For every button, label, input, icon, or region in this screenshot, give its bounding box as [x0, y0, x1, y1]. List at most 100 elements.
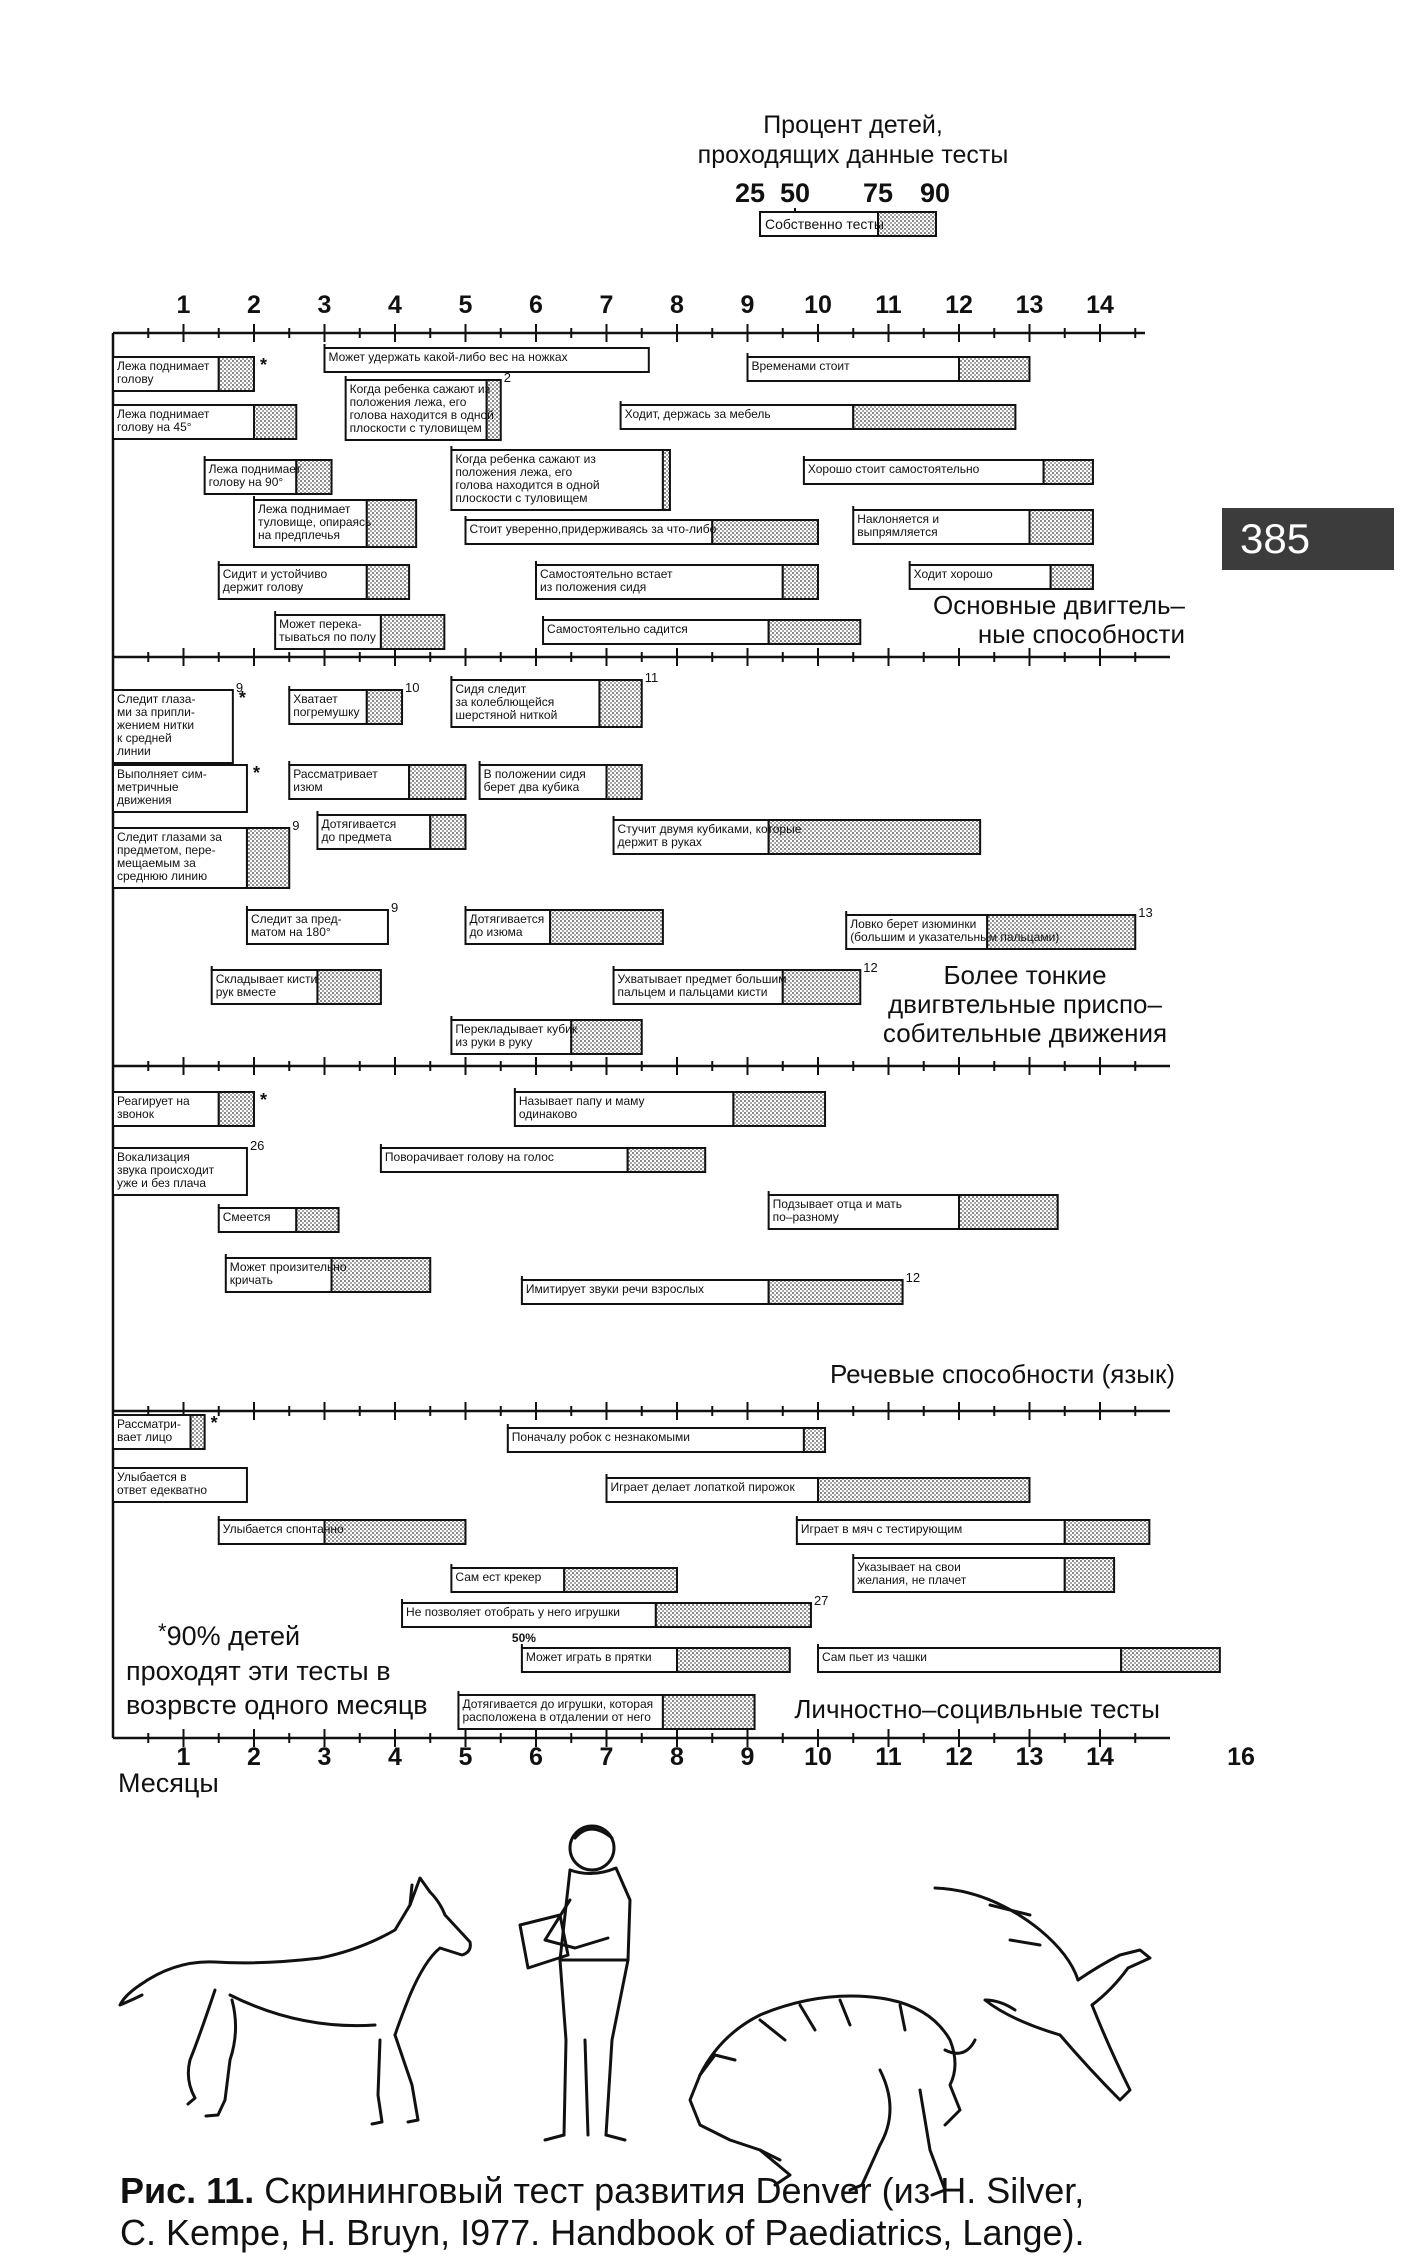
bar-note-number: 9: [391, 900, 398, 915]
legend-bar-label: Собственно тесты: [765, 216, 884, 232]
bar-label: погремушку: [293, 705, 359, 719]
bar-white-part: [852, 509, 1031, 545]
bar-label: Выполняет сим-: [117, 767, 207, 781]
bar-label: жением нитки: [117, 718, 194, 732]
bar-star-mark: *: [239, 688, 246, 708]
bar-label: изюм: [293, 780, 322, 794]
test-bar: Следит за пред-матом на 180°9: [245, 900, 398, 945]
bar-label: плоскости с туловищем: [350, 421, 482, 435]
section-title: Основные двигтель–: [933, 590, 1186, 620]
bar-dotted-part: [781, 564, 819, 600]
bar-white-part: [612, 969, 784, 1005]
bar-dotted-part: [365, 689, 404, 725]
bar-dotted-part: [570, 1019, 643, 1055]
bar-dotted-part: [1063, 1519, 1151, 1545]
bar-marker-label: 50%: [512, 1631, 536, 1645]
test-bar: Смеется: [217, 1204, 340, 1233]
top-tick-label: 13: [1016, 291, 1044, 319]
bar-dotted-part: [245, 827, 291, 889]
test-bar: Сам пьет из чашки: [817, 1644, 1221, 1673]
bar-label: звука происходит: [117, 1163, 215, 1177]
bar-dotted-part: [781, 969, 862, 1005]
bar-label: Следит глаза-: [117, 692, 195, 706]
section-title: Речевые способности (язык): [830, 1359, 1175, 1389]
bar-label: положения лежа, его: [350, 395, 467, 409]
bar-label: Поначалу робок с незнакомыми: [512, 1430, 690, 1444]
bottom-tick-label: 7: [600, 1743, 614, 1771]
bottom-tick-label: 6: [529, 1743, 543, 1771]
bar-dotted-part: [654, 1602, 812, 1628]
wolf-drawing: [688, 1994, 977, 2197]
bar-label: Когда ребенка сажают из: [350, 382, 491, 396]
bar-label: звонок: [117, 1107, 155, 1121]
section-title: двигвтельные приспо–: [888, 989, 1162, 1019]
bar-dotted-part: [429, 814, 467, 850]
bar-label: Дотягивается до игрушки, которая: [462, 1697, 653, 1711]
top-tick-label: 4: [388, 291, 402, 319]
top-tick-label: 1: [177, 291, 191, 319]
bottom-tick-label: 13: [1016, 1743, 1044, 1771]
bar-label: берет два кубика: [484, 780, 580, 794]
bar-white-part: [344, 379, 488, 441]
bar-dotted-part: [485, 379, 502, 441]
section-title: Личностно–социвльные тесты: [794, 1694, 1160, 1724]
bar-white-part: [852, 1557, 1066, 1593]
bar-label: Самостоятельно садится: [547, 622, 688, 636]
test-bar: Может перека-тываться по полу: [274, 611, 446, 650]
bar-label: Хватает: [293, 692, 338, 706]
bar-label: мещаемым за: [117, 856, 196, 870]
bar-dotted-part: [767, 619, 862, 645]
bar-label: к средней: [117, 731, 172, 745]
bar-dotted-part: [253, 404, 298, 440]
bar-label: Самостоятельно встает: [540, 567, 673, 581]
bar-label: Стоит уверенно,придерживаясь за что-либо: [470, 522, 717, 536]
percent-label-25: 25: [735, 178, 765, 208]
bar-white-part: [450, 1567, 566, 1593]
bar-white-part: [612, 819, 770, 855]
bar-white-part: [506, 1427, 805, 1453]
bar-white-part: [802, 459, 1045, 485]
bar-label: одинаково: [519, 1107, 578, 1121]
bar-dotted-part: [316, 969, 382, 1005]
bar-dotted-part: [1042, 459, 1094, 485]
bar-label: голову: [117, 372, 153, 386]
bar-label: плоскости с туловищем: [455, 491, 587, 505]
bar-label: Перекладывает кубик: [455, 1022, 577, 1036]
bar-label: Не позволяет отобрать у него игрушки: [406, 1605, 620, 1619]
bar-label: Может играть в прятки: [526, 1650, 652, 1664]
bar-label: положения лежа, его: [455, 465, 572, 479]
bar-label: Указывает на свои: [857, 1560, 961, 1574]
bar-white-part: [464, 909, 552, 945]
top-tick-label: 8: [670, 291, 684, 319]
bottom-tick-label: 2: [247, 1743, 261, 1771]
bar-white-part: [795, 1519, 1066, 1545]
bar-white-part: [845, 914, 989, 950]
bar-label: Следит глазами за: [117, 830, 222, 844]
bar-white-part: [112, 1147, 248, 1196]
header-line-2: проходящих данные тесты: [698, 141, 1009, 169]
legend-bar: Собственно тесты: [759, 208, 937, 237]
test-bar: Улыбается спонтанно: [217, 1516, 467, 1545]
bottom-tick-label: 11: [875, 1743, 902, 1771]
bar-dotted-part: [767, 819, 982, 855]
bar-label: кричать: [230, 1273, 273, 1287]
bar-label: держит голову: [223, 580, 303, 594]
bar-white-part: [619, 404, 855, 430]
bar-label: голову на 45°: [117, 420, 192, 434]
bar-white-part: [535, 564, 784, 600]
bar-dotted-part: [767, 1279, 904, 1305]
section-title: ные способности: [978, 619, 1185, 649]
bar-label: Улыбается в: [117, 1470, 187, 1484]
bar-dotted-part: [1028, 509, 1094, 545]
test-bar: Поначалу робок с незнакомыми: [506, 1424, 827, 1453]
footnote-line-1: *90% детей: [158, 1619, 300, 1651]
